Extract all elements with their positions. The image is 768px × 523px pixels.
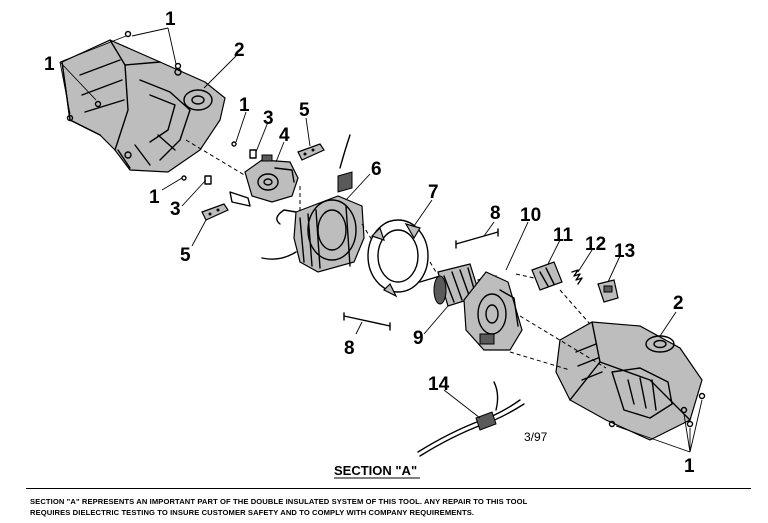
callout-11: 11: [553, 225, 574, 246]
switch-trigger: [597, 279, 619, 303]
left-housing-screws: [59, 27, 182, 122]
date-code: 3/97: [524, 430, 548, 444]
brush-lower: [201, 203, 229, 221]
callout-13: 13: [614, 241, 635, 262]
right-housing-screws: [608, 392, 706, 453]
callout-4: 4: [279, 125, 290, 146]
notice-divider: [26, 488, 751, 489]
callout-1-mid: 1: [239, 95, 250, 116]
callout-1-low: 1: [149, 187, 160, 208]
callout-6: 6: [371, 159, 382, 180]
callout-9: 9: [413, 328, 424, 349]
brush-upper: [297, 143, 325, 161]
callout-14: 14: [428, 374, 450, 395]
assembly-axis-lines: [185, 139, 607, 371]
right-housing: [555, 321, 703, 441]
switch-body: [531, 261, 563, 291]
long-screws: [343, 228, 499, 331]
double-insulation-notice: SECTION "A" REPRESENTS AN IMPORTANT PART…: [30, 496, 750, 518]
callout-10: 10: [520, 205, 541, 226]
left-housing: [61, 39, 226, 173]
callout-1-left: 1: [44, 54, 55, 75]
callout-12: 12: [585, 234, 606, 255]
callout-8-low: 8: [344, 338, 355, 359]
section-title: SECTION "A": [334, 463, 417, 478]
callout-2-top: 2: [234, 40, 245, 61]
cord-set: [417, 381, 525, 457]
brush-holder: [244, 154, 299, 203]
callout-2-right: 2: [673, 293, 684, 314]
notice-line-1: SECTION "A" REPRESENTS AN IMPORTANT PART…: [30, 497, 528, 506]
callout-3-mid: 3: [263, 108, 274, 129]
brush-spring-clips: [181, 141, 257, 207]
callout-3-low: 3: [170, 199, 181, 220]
callout-7: 7: [428, 182, 439, 203]
end-bell: [463, 271, 523, 351]
callout-5-low: 5: [180, 245, 191, 266]
field-assembly: [261, 134, 365, 273]
callout-1-top: 1: [165, 9, 176, 30]
baffle-ring: [367, 219, 429, 298]
callout-5-top: 5: [299, 100, 310, 121]
callout-8-right: 8: [490, 203, 501, 224]
switch-spring: [571, 269, 583, 285]
notice-line-2: REQUIRES DIELECTRIC TESTING TO INSURE CU…: [30, 508, 475, 517]
callout-1-bottom: 1: [684, 456, 695, 477]
callout-leaders: [161, 53, 677, 419]
